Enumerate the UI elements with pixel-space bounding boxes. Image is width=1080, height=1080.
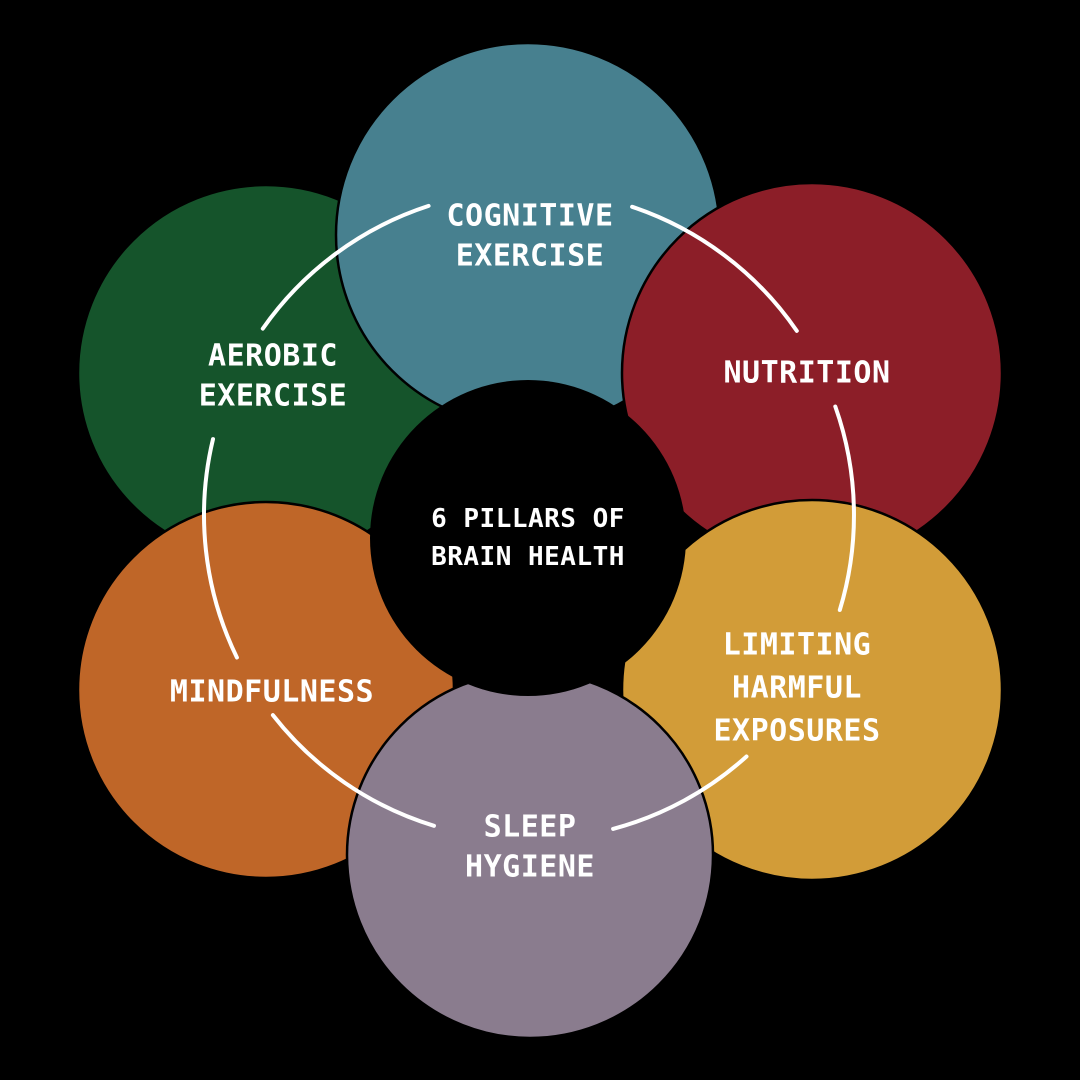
label-aerobic-exercise-line2: EXERCISE: [199, 379, 348, 414]
ring-arc-mindfulness-to-aerobic: [202, 437, 239, 660]
label-aerobic-exercise: AEROBIC EXERCISE: [199, 339, 348, 414]
label-cognitive-exercise-line1: COGNITIVE: [446, 199, 613, 234]
circle-limiting-harmful-exposures: [620, 498, 1004, 882]
label-nutrition-line1: NUTRITION: [723, 356, 890, 391]
ring-arc-cognitive-to-nutrition: [630, 204, 799, 333]
label-mindfulness: MINDFULNESS: [170, 675, 374, 710]
label-limiting-harmful-exposures-line1: LIMITING: [723, 628, 872, 663]
label-limiting-harmful-exposures-line3: EXPOSURES: [713, 714, 880, 749]
ring-arc-sleep-to-mindfulness: [270, 713, 436, 828]
label-aerobic-exercise-line1: AEROBIC: [208, 339, 338, 374]
label-mindfulness-line1: MINDFULNESS: [170, 675, 374, 710]
diagram-title-line2: BRAIN HEALTH: [431, 542, 625, 572]
label-cognitive-exercise: COGNITIVE EXERCISE: [446, 199, 613, 274]
label-sleep-hygiene-line2: HYGIENE: [465, 850, 595, 885]
diagram-title: 6 PILLARS OF BRAIN HEALTH: [431, 504, 625, 572]
label-cognitive-exercise-line2: EXERCISE: [456, 239, 605, 274]
label-sleep-hygiene-line1: SLEEP: [484, 810, 577, 845]
label-sleep-hygiene: SLEEP HYGIENE: [465, 810, 595, 885]
label-limiting-harmful-exposures-line2: HARMFUL: [732, 671, 862, 706]
ring-arc-aerobic-to-cognitive: [260, 203, 431, 331]
label-limiting-harmful-exposures: LIMITING HARMFUL EXPOSURES: [713, 628, 880, 749]
ring-arc-limiting-to-sleep: [611, 754, 749, 831]
ring-arc-nutrition-to-limiting: [833, 404, 856, 612]
center-circle: [370, 380, 686, 696]
diagram-title-line1: 6 PILLARS OF: [431, 504, 625, 534]
label-nutrition: NUTRITION: [723, 356, 890, 391]
